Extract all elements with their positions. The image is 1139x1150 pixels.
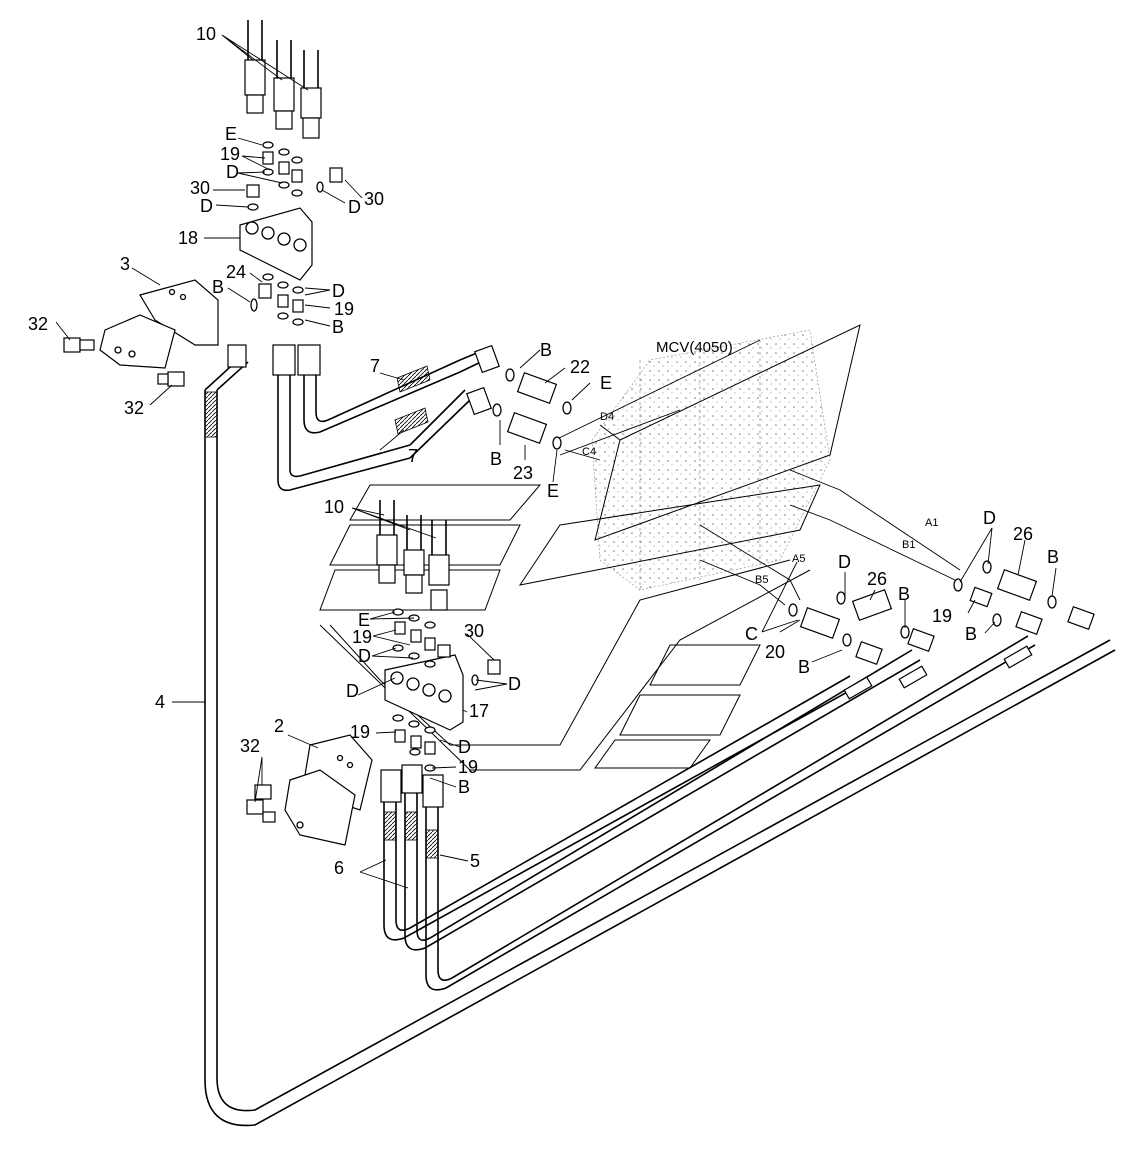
label-d: D xyxy=(348,197,361,217)
hose-4 xyxy=(204,344,1116,1127)
label-5: 5 xyxy=(470,851,480,871)
label-26: 26 xyxy=(1013,524,1033,544)
right-adapters xyxy=(788,560,1057,647)
callout-leaders xyxy=(55,34,1057,889)
hose-group-10-lower xyxy=(376,500,450,611)
label-19: 19 xyxy=(932,606,952,626)
bolt-32-upper xyxy=(63,337,185,387)
port-leaders xyxy=(564,424,961,606)
label-e: E xyxy=(358,610,370,630)
bolt-32-lower xyxy=(246,784,276,823)
label-b: B xyxy=(898,584,910,604)
label-d: D xyxy=(838,552,851,572)
label-10-lower: 10 xyxy=(324,497,344,517)
adapters-22-23 xyxy=(492,368,572,450)
label-d: D xyxy=(358,646,371,666)
label-32: 32 xyxy=(124,398,144,418)
label-10-upper: 10 xyxy=(196,24,216,44)
label-b: B xyxy=(1047,547,1059,567)
hoses-7 xyxy=(272,344,500,492)
label-24: 24 xyxy=(226,262,246,282)
label-19: 19 xyxy=(350,722,370,742)
label-b: B xyxy=(332,317,344,337)
upper-seals xyxy=(246,141,343,326)
label-7: 7 xyxy=(408,446,418,466)
label-b: B xyxy=(540,340,552,360)
hoses-5-6 xyxy=(380,605,1095,991)
label-b: B xyxy=(490,449,502,469)
label-19: 19 xyxy=(352,627,372,647)
label-22: 22 xyxy=(570,357,590,377)
label-e: E xyxy=(547,481,559,501)
label-d: D xyxy=(508,674,521,694)
mcv-title: MCV(4050) xyxy=(656,339,733,356)
label-30: 30 xyxy=(364,189,384,209)
port-b5: B5 xyxy=(755,574,768,586)
label-c: C xyxy=(745,624,758,644)
label-d: D xyxy=(200,196,213,216)
port-a1: A1 xyxy=(925,517,938,529)
label-3: 3 xyxy=(120,254,130,274)
label-30: 30 xyxy=(464,621,484,641)
label-e: E xyxy=(600,373,612,393)
port-a5: A5 xyxy=(792,553,805,565)
label-23: 23 xyxy=(513,463,533,483)
label-26: 26 xyxy=(867,569,887,589)
label-b: B xyxy=(798,657,810,677)
label-19: 19 xyxy=(220,144,240,164)
label-32: 32 xyxy=(240,736,260,756)
label-e: E xyxy=(225,124,237,144)
label-d: D xyxy=(983,508,996,528)
label-7: 7 xyxy=(370,356,380,376)
port-c4: C4 xyxy=(582,446,596,458)
port-d4: D4 xyxy=(600,411,614,423)
label-d: D xyxy=(332,281,345,301)
label-b: B xyxy=(965,624,977,644)
port-plates xyxy=(319,324,861,771)
label-d: D xyxy=(346,681,359,701)
manifold-block-17 xyxy=(384,654,464,731)
label-b: B xyxy=(458,777,470,797)
label-19: 19 xyxy=(334,299,354,319)
label-d: D xyxy=(458,737,471,757)
label-4: 4 xyxy=(155,692,165,712)
label-20: 20 xyxy=(765,642,785,662)
bracket-3 xyxy=(99,279,219,369)
label-18: 18 xyxy=(178,228,198,248)
callout-labels: 10 E 19 D 30 D D 30 18 3 24 B D 19 B 32 … xyxy=(28,24,1059,878)
port-b1: B1 xyxy=(902,539,915,551)
label-b: B xyxy=(212,277,224,297)
lower-seals xyxy=(392,608,501,772)
main-control-valve xyxy=(591,329,831,591)
label-32: 32 xyxy=(28,314,48,334)
manifold-block-18 xyxy=(239,207,313,281)
label-d: D xyxy=(226,162,239,182)
label-17: 17 xyxy=(469,701,489,721)
bracket-2 xyxy=(284,734,373,846)
label-19: 19 xyxy=(458,757,478,777)
label-6: 6 xyxy=(334,858,344,878)
label-30: 30 xyxy=(190,178,210,198)
label-2: 2 xyxy=(274,716,284,736)
hose-group-10-upper xyxy=(244,20,322,139)
